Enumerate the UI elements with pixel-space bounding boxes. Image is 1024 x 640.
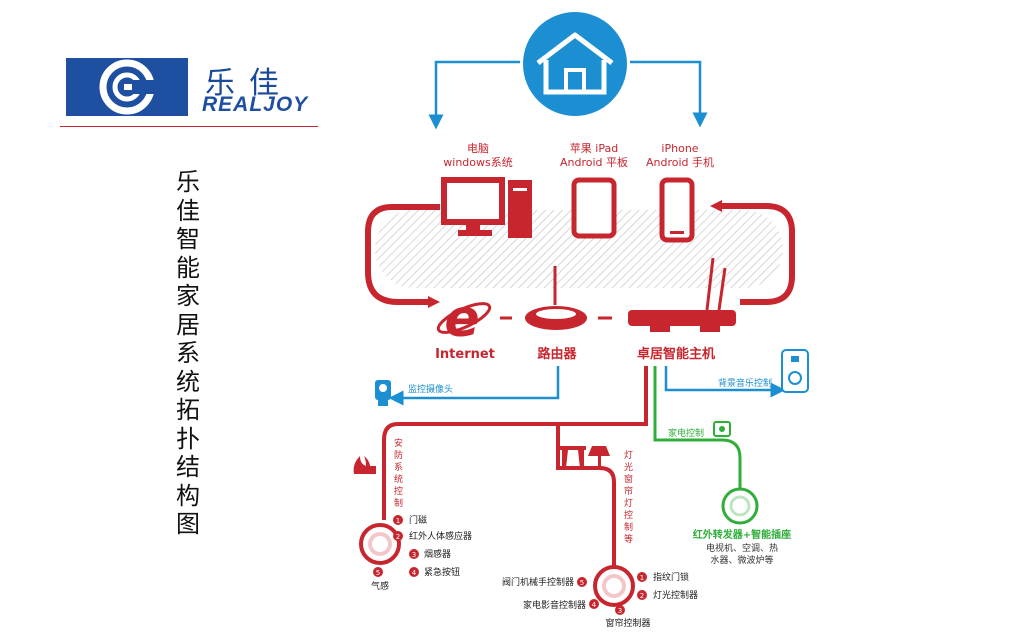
security-label-char: 统 [394, 473, 403, 485]
logo-mark [66, 58, 188, 116]
lighting-label-char: 等 [624, 533, 633, 545]
logo-chinese: 乐佳 [205, 66, 293, 101]
host-icon [628, 257, 736, 332]
curtain-lamp-icon [560, 446, 610, 468]
ipad-label-1: 苹果 iPad [570, 141, 618, 155]
host-label: 卓居智能主机 [637, 346, 715, 362]
lighting-item-text: 指纹门锁 [653, 571, 689, 583]
security-item-num: 1 [396, 517, 400, 525]
security-label-char: 安 [394, 437, 403, 449]
music-panel-icon [781, 349, 809, 393]
security-item-text: 烟感器 [424, 548, 451, 560]
camera-link [388, 366, 560, 406]
lighting-vertical-label: 灯 光 窗 帘 灯 控 制 等 [624, 450, 633, 545]
lighting-link [556, 424, 616, 566]
router-icon [525, 266, 587, 330]
lighting-item-num: 4 [592, 601, 597, 609]
fire-icon [353, 456, 376, 474]
camera-label: 监控摄像头 [408, 383, 453, 395]
arrow-home-right [630, 60, 708, 128]
security-label-char: 制 [394, 497, 403, 509]
arrow-home-left [428, 60, 520, 130]
lighting-items: 1 指纹门锁 2 灯光控制器 3 窗帘控制器 4 家电影音控制器 5 阀门机械手… [502, 571, 698, 629]
socket-icon [713, 421, 731, 437]
lighting-label-char: 光 [624, 461, 633, 473]
logo-divider [60, 126, 318, 127]
camera-icon [375, 380, 391, 406]
ir-hub-icon [721, 487, 759, 525]
iphone-label-2: Android 手机 [646, 155, 714, 169]
ir-title: 红外转发器+智能插座 [693, 528, 791, 541]
security-link [382, 366, 648, 520]
logo-english: REALJOY [202, 93, 309, 116]
security-item-num: 4 [412, 569, 417, 577]
security-items: 1 门磁 2 红外人体感应器 3 烟感器 4 紧急按钮 5 气感 [371, 514, 472, 592]
security-item-num: 3 [412, 551, 416, 559]
lighting-item-num: 2 [640, 592, 644, 600]
security-label-char: 系 [394, 462, 403, 473]
loop-right [720, 203, 795, 305]
lighting-item-num: 3 [618, 607, 622, 615]
security-label-char: 防 [394, 449, 403, 461]
internet-icon: e [436, 289, 492, 349]
home-icon [523, 12, 627, 116]
pc-label-1: 电脑 [467, 142, 489, 155]
iphone-label-1: iPhone [661, 142, 698, 155]
security-item-text: 气感 [371, 580, 389, 592]
security-hub-icon [359, 523, 401, 565]
pc-label-2: windows系统 [443, 156, 512, 169]
appliance-label: 家电控制 [668, 427, 704, 439]
ir-desc-1: 电视机、空调、热 [706, 542, 778, 554]
security-item-text: 门磁 [409, 514, 427, 526]
lighting-item-text: 阀门机械手控制器 [502, 576, 574, 588]
monitor-icon [441, 177, 532, 238]
appliance-link [653, 366, 742, 490]
lighting-item-num: 1 [640, 574, 644, 582]
lighting-hub-icon [593, 565, 635, 607]
loop-left [365, 204, 440, 305]
lighting-item-num: 5 [580, 579, 584, 587]
security-vertical-label: 安 防 系 统 控 制 [394, 437, 403, 509]
security-item-text: 紧急按钮 [424, 566, 460, 578]
lighting-item-text: 窗帘控制器 [605, 617, 650, 629]
phone-icon [659, 177, 695, 243]
security-item-text: 红外人体感应器 [409, 530, 472, 542]
lighting-label-char: 帘 [624, 485, 633, 497]
page-title: 乐佳智能家居系统拓扑结构图 [176, 168, 200, 538]
lighting-label-char: 制 [624, 521, 633, 533]
ipad-label-2: Android 平板 [560, 155, 628, 169]
router-label: 路由器 [537, 346, 577, 362]
music-link [664, 366, 786, 398]
lighting-label-char: 窗 [624, 473, 633, 485]
security-item-num: 2 [396, 533, 400, 541]
tablet-icon [571, 177, 617, 239]
lighting-label-char: 控 [624, 509, 633, 521]
svg-text:e: e [444, 289, 479, 349]
security-label-char: 控 [394, 485, 403, 497]
lighting-item-text: 灯光控制器 [653, 589, 698, 601]
music-label: 背景音乐控制 [718, 377, 772, 389]
lighting-label-char: 灯 [624, 450, 633, 461]
internet-label: Internet [435, 347, 495, 362]
lighting-label-char: 灯 [624, 498, 633, 509]
security-item-num: 5 [376, 569, 380, 577]
ir-desc-2: 水器、微波炉等 [710, 554, 773, 566]
lighting-item-text: 家电影音控制器 [523, 599, 586, 611]
